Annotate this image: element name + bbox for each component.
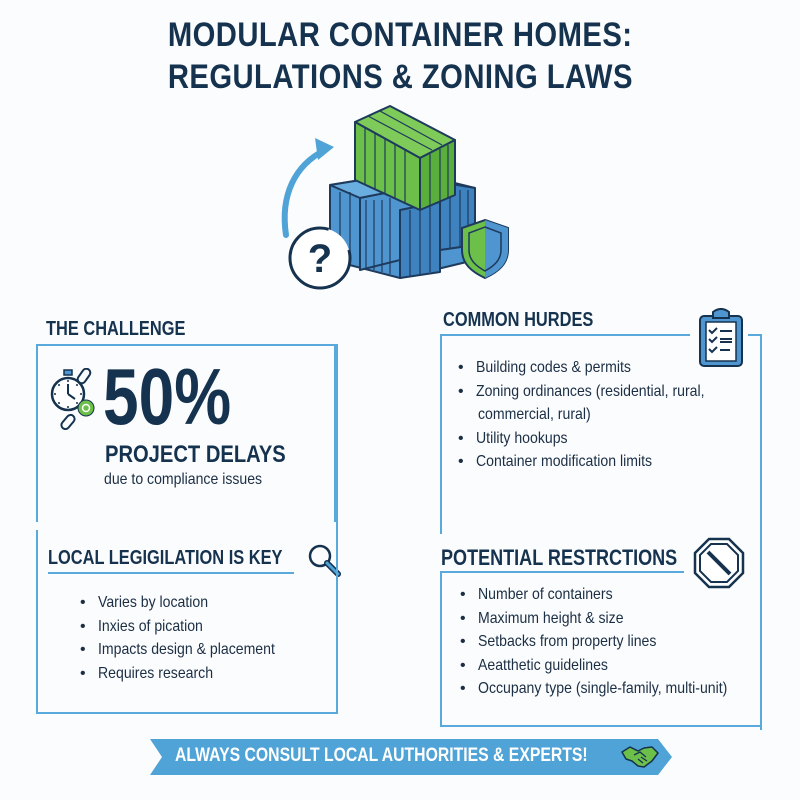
list-item: Impacts design & placement [76, 638, 299, 662]
shield-icon [461, 218, 509, 280]
potential-restrictions-list: Number of containers Maximum height & si… [456, 583, 761, 701]
list-item-continuation: commercial, rural) [478, 406, 591, 423]
right-column-border [760, 334, 762, 730]
list-item: Utility hookups [454, 427, 736, 451]
potential-restrictions-left-border [440, 571, 442, 727]
clipboard-checklist-icon [697, 308, 745, 368]
common-hurdles-heading: COMMON HURDES [443, 309, 594, 331]
list-item: Maximum height & size [456, 607, 761, 631]
potential-restrictions-underline [440, 571, 684, 573]
stat-caption: due to compliance issues [104, 471, 263, 488]
common-hurdles-left-border [440, 334, 442, 534]
handshake-icon [620, 744, 660, 770]
stat-value: 50% [103, 352, 232, 441]
list-item: Setbacks from property lines [456, 630, 761, 654]
stopwatch-chain-icon [50, 367, 100, 431]
green-container [354, 105, 456, 211]
list-item: Inxies of pication [76, 615, 299, 639]
common-hurdles-top-line [440, 334, 690, 336]
local-legislation-underline [48, 572, 294, 574]
curved-arrow-icon [281, 138, 334, 238]
challenge-heading: THE CHALLENGE [46, 318, 186, 340]
list-item: Aeatthetic guidelines [456, 654, 761, 678]
common-hurdles-top-line-right [748, 334, 762, 336]
local-legislation-list: Varies by location Inxies of pication Im… [76, 591, 299, 685]
common-hurdles-list: Building codes & permits Zoning ordinanc… [454, 356, 736, 474]
prohibited-octagon-icon [693, 537, 745, 589]
list-item: Zoning ordinances (residential, rural, [454, 380, 736, 404]
page-title-line-1: MODULAR CONTAINER HOMES: [167, 16, 633, 54]
potential-restrictions-heading: POTENTIAL RESTRCTIONS [441, 545, 678, 570]
challenge-box-right-border [336, 344, 338, 530]
svg-text:?: ? [308, 237, 332, 281]
question-mark-icon: ? [288, 226, 352, 290]
hero-illustration: ? [270, 100, 530, 300]
list-item: Requires research [76, 662, 299, 686]
list-item: Varies by location [76, 591, 299, 615]
page-title-line-2: REGULATIONS & ZONING LAWS [167, 58, 633, 96]
stat-label: PROJECT DELAYS [105, 441, 286, 468]
challenge-box [36, 344, 336, 522]
local-legislation-box [36, 530, 338, 714]
banner-text: ALWAYS CONSULT LOCAL AUTHORITIES & EXPER… [175, 745, 588, 766]
list-item: Occupany type (single-family, multi-unit… [456, 677, 761, 701]
list-item: Number of containers [456, 583, 761, 607]
list-item: Building codes & permits [454, 356, 736, 380]
call-to-action-banner [150, 739, 672, 775]
local-legislation-heading: LOCAL LEGIGILATION IS KEY [48, 547, 283, 569]
potential-restrictions-bottom-border [440, 725, 762, 727]
list-item: Container modification limits [454, 450, 736, 474]
